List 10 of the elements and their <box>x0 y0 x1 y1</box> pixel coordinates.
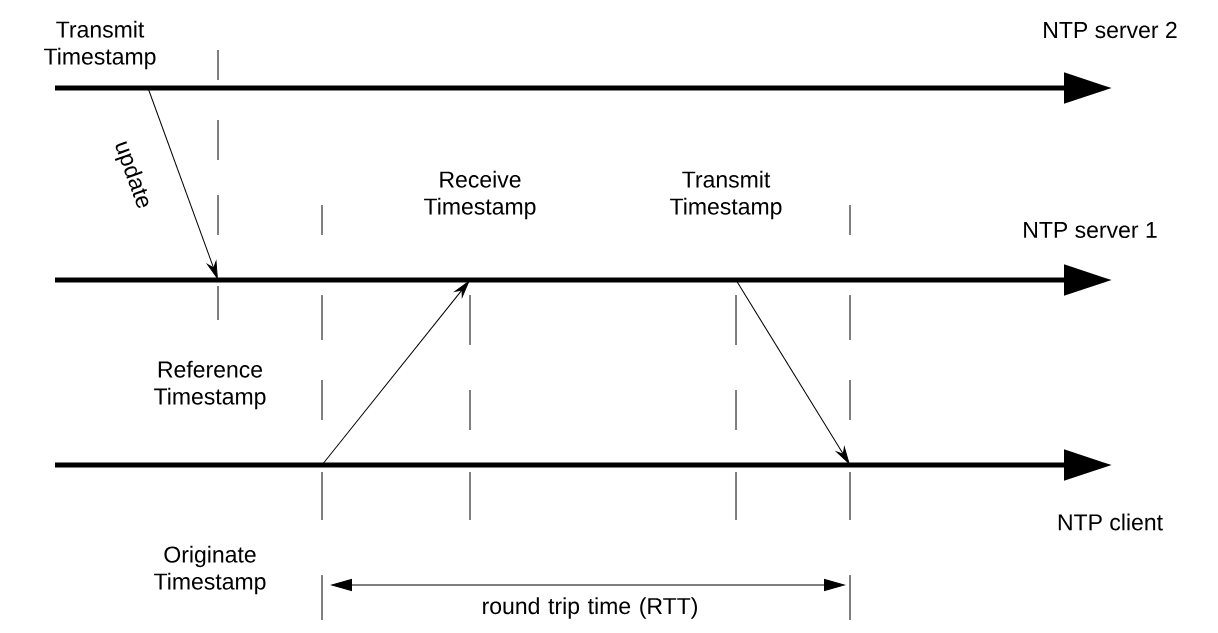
edge-label: update <box>108 137 156 213</box>
text-label: round trip time (RTT) <box>483 597 697 619</box>
text-label: Transmit Timestamp <box>44 20 156 70</box>
text-label: Reference Timestamp <box>154 360 266 410</box>
node-label: NTP server 2 <box>1044 21 1177 39</box>
arrow <box>735 279 850 464</box>
node-label: NTP client <box>1058 513 1163 531</box>
arrow <box>321 281 470 466</box>
arrow <box>147 87 218 279</box>
node-label: NTP server 1 <box>1024 221 1157 239</box>
